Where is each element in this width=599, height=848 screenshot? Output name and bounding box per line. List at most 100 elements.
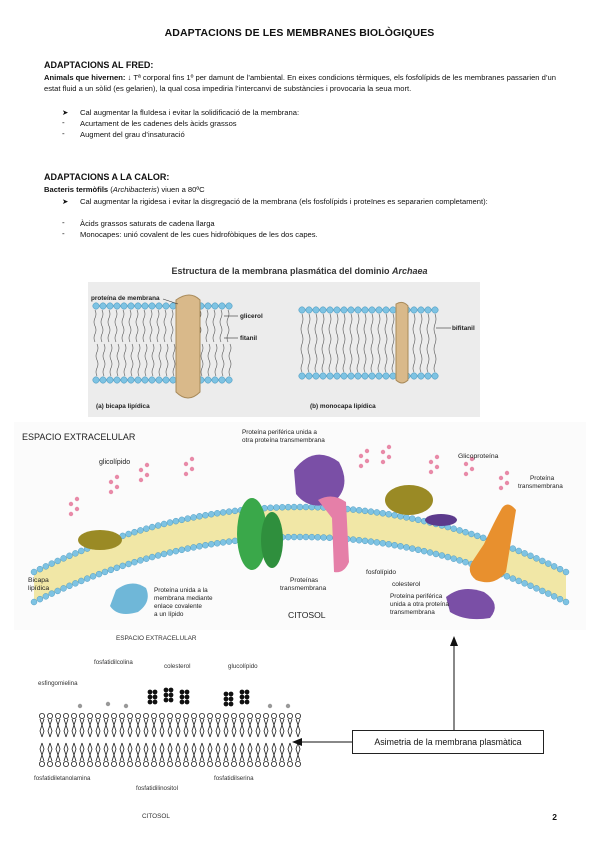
lipid-head — [60, 585, 67, 592]
head-group — [174, 760, 181, 767]
lipid-head — [550, 563, 558, 570]
head-group — [127, 713, 134, 720]
label-glycerol: glicerol — [240, 313, 263, 320]
heat-intro-italic: Archibacteris — [112, 185, 157, 194]
lipid-head — [312, 372, 320, 380]
lipid-head — [66, 552, 73, 560]
head-group — [278, 760, 285, 767]
lipid-head — [562, 598, 570, 606]
head-group — [158, 713, 165, 720]
label-cholesterol-small: colesterol — [164, 663, 190, 670]
lipid-head — [127, 376, 135, 384]
lipid-head — [141, 376, 149, 384]
lipid-head — [420, 547, 428, 555]
label-phytanyl: fitanil — [240, 335, 257, 342]
lipid-head — [149, 523, 156, 531]
glycolipid-dot — [223, 691, 229, 697]
pink-transmembrane-protein — [318, 496, 349, 573]
sugar-bead — [380, 459, 386, 465]
lipid-head — [78, 577, 85, 585]
head-group — [262, 760, 269, 767]
head-group — [111, 713, 118, 720]
head-group — [222, 713, 229, 720]
label-cytosol: CITOSOL — [288, 610, 326, 620]
lipid-head — [92, 376, 100, 384]
lipid-head — [106, 376, 114, 384]
head-group — [270, 713, 277, 720]
head-group — [103, 760, 110, 767]
label-peripheral-top-l1: Proteína periférica unida a — [242, 429, 317, 436]
head-group — [63, 760, 70, 767]
glycolipid-dot — [168, 697, 174, 703]
lipid-head — [340, 372, 348, 380]
lipid-head — [120, 376, 128, 384]
head-group — [246, 713, 253, 720]
glycolipid-dot — [147, 694, 153, 700]
lipid-head — [143, 555, 150, 562]
sugar-bead — [380, 449, 386, 455]
dash-bullet: - — [62, 229, 65, 238]
head-group — [111, 760, 118, 767]
glycolipid-dot — [179, 689, 185, 695]
lipid-head — [361, 306, 369, 314]
lipid-head — [333, 306, 341, 314]
head-group — [158, 760, 165, 767]
head-group — [182, 713, 189, 720]
lipid-head — [298, 306, 306, 314]
lipid-head — [125, 560, 132, 568]
head-group — [103, 713, 110, 720]
lipid-head — [60, 555, 67, 562]
sugar-bead — [469, 456, 475, 462]
pc-dot — [267, 703, 273, 709]
lipid-head — [149, 553, 156, 561]
lipid-head — [305, 372, 313, 380]
lipid-head — [134, 376, 142, 384]
lipid-head — [533, 585, 540, 592]
glycolipid-dot — [239, 699, 245, 705]
cold-intro-bold: Animals que hivernen: — [44, 73, 126, 82]
head-group — [286, 713, 293, 720]
label-extracellular-small: ESPACIO EXTRACELULAR — [116, 635, 197, 642]
head-group — [190, 760, 197, 767]
lipid-tail-band — [34, 507, 566, 602]
pc-dot — [285, 703, 291, 709]
head-group — [46, 760, 53, 767]
glycolipid-dot — [152, 694, 158, 700]
head-group — [79, 713, 86, 720]
sugar-bead — [469, 466, 475, 472]
pc-dot — [105, 701, 111, 707]
head-group — [38, 760, 45, 767]
head-group — [95, 760, 102, 767]
lipid-head — [48, 590, 55, 597]
lipid-head — [410, 306, 418, 314]
label-cytosol-small: CITOSOL — [142, 813, 170, 820]
lipid-head — [426, 549, 434, 556]
head-group — [143, 713, 150, 720]
sugar-bead — [68, 511, 74, 517]
lipid-head — [160, 550, 168, 558]
head-group — [166, 713, 173, 720]
sugar-bead — [144, 472, 150, 478]
sugar-bead — [358, 463, 364, 469]
lipid-head — [204, 302, 212, 310]
archaea-title-text: Estructura de la membrana plasmática del… — [171, 266, 393, 276]
head-group — [254, 760, 261, 767]
heat-item-2: Monocapes: unió covalent de les cues hid… — [80, 230, 318, 239]
sugar-bead — [434, 464, 440, 470]
sugar-bead — [68, 501, 74, 507]
lipid-head — [54, 557, 61, 565]
heat-heading: ADAPTACIONS A LA CALOR: — [44, 172, 170, 182]
sugar-bead — [138, 467, 144, 473]
head-group — [206, 713, 213, 720]
lipid-head — [417, 372, 425, 380]
lipid-head — [527, 582, 534, 590]
sugar-bead — [364, 458, 370, 464]
head-group — [127, 760, 134, 767]
head-group — [151, 760, 158, 767]
glycolipid-dot — [244, 689, 250, 695]
sugar-bead — [144, 462, 150, 468]
label-bilayer: (a) bicapa lipídica — [96, 403, 150, 410]
sugar-bead — [364, 448, 370, 454]
